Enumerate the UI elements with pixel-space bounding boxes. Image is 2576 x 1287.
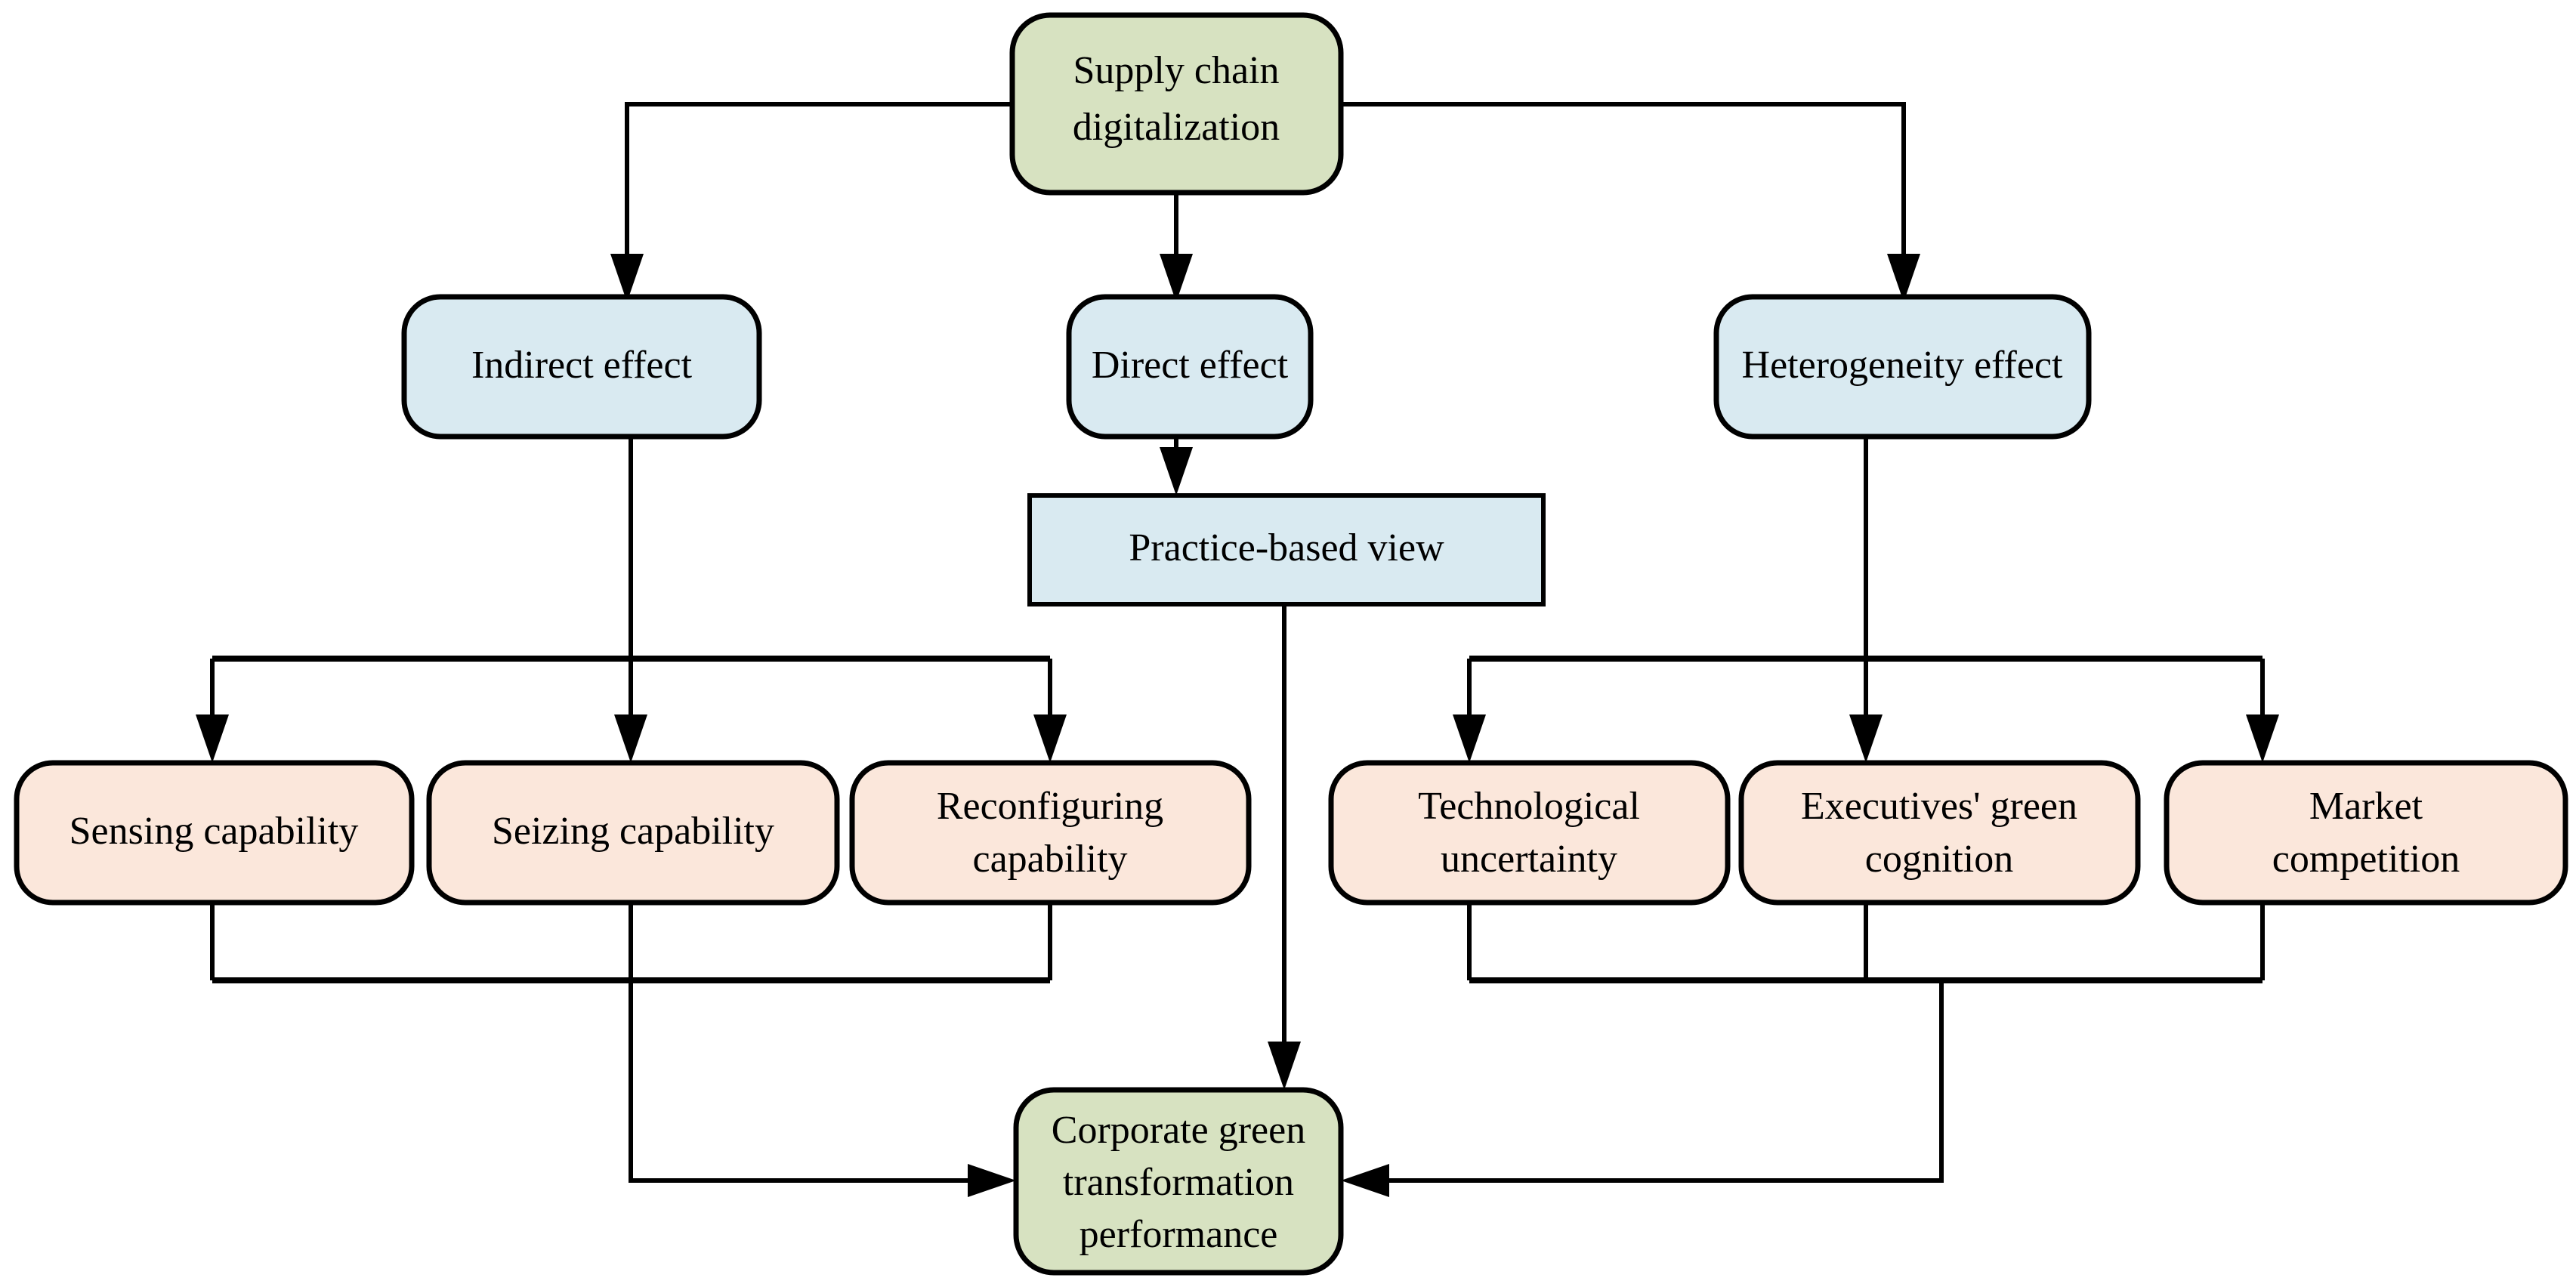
node-shape-executives-green-cognition	[1738, 760, 2141, 906]
edge-root-to-indirect	[625, 102, 1012, 281]
node-sensing-capability[interactable]: Sensing capability	[14, 760, 415, 906]
node-shape-root	[1009, 12, 1344, 196]
edge-right-group-to-outcome	[1362, 980, 1944, 1183]
node-label-sensing-capability: Sensing capability	[69, 810, 359, 853]
node-shape-technological-uncertainty	[1328, 760, 1731, 906]
arrowhead-heterogeneity	[1887, 254, 1920, 302]
arrowhead-practice	[1160, 447, 1193, 495]
node-shape-heterogeneity-effect	[1713, 294, 2092, 440]
node-heterogeneity-effect[interactable]: Heterogeneity effect	[1713, 294, 2092, 440]
node-technological-uncertainty[interactable]: Technological uncertainty	[1328, 760, 1731, 906]
node-label-seizing-capability: Seizing capability	[492, 810, 774, 853]
node-label-practice-based-view: Practice-based view	[1129, 526, 1444, 569]
node-shape-market-competition	[2164, 760, 2568, 906]
node-shape-practice-based-view	[1027, 493, 1546, 606]
node-label-root-line1: Supply chain	[1073, 49, 1280, 92]
node-label-market-competition-line1: Market	[2309, 785, 2423, 828]
edge-left-group-to-outcome	[629, 980, 995, 1183]
node-market-competition[interactable]: Market competition	[2164, 760, 2568, 906]
node-label-market-competition-line2: competition	[2272, 838, 2460, 881]
node-reconfiguring-capability[interactable]: Reconfiguring capability	[849, 760, 1252, 906]
arrowhead-executives	[1849, 714, 1883, 763]
node-label-executives-green-cognition-line2: cognition	[1865, 838, 2013, 881]
node-label-outcome-line1: Corporate green	[1052, 1109, 1305, 1152]
edge-root-to-heterogeneity	[1341, 102, 1906, 281]
node-label-heterogeneity-effect: Heterogeneity effect	[1742, 344, 2063, 387]
node-practice-based-view[interactable]: Practice-based view	[1027, 493, 1546, 606]
node-executives-green-cognition[interactable]: Executives' green cognition	[1738, 760, 2141, 906]
node-shape-indirect-effect	[401, 294, 762, 440]
arrowhead-outcome-left	[968, 1164, 1016, 1197]
node-label-direct-effect: Direct effect	[1092, 344, 1289, 387]
node-label-technological-uncertainty-line1: Technological	[1418, 785, 1640, 828]
node-indirect-effect[interactable]: Indirect effect	[401, 294, 762, 440]
arrowhead-outcome-top	[1268, 1042, 1301, 1090]
node-label-outcome-line2: transformation	[1063, 1161, 1294, 1204]
arrowhead-sensing	[196, 714, 229, 763]
node-shape-sensing-capability	[14, 760, 415, 906]
node-shape-reconfiguring-capability	[849, 760, 1252, 906]
node-label-executives-green-cognition-line1: Executives' green	[1801, 785, 2077, 828]
node-label-technological-uncertainty-line2: uncertainty	[1441, 838, 1617, 881]
arrowhead-seizing	[614, 714, 647, 763]
arrowhead-outcome-right	[1341, 1164, 1389, 1197]
node-label-outcome-line3: performance	[1080, 1213, 1278, 1256]
node-shape-outcome	[1013, 1087, 1344, 1276]
node-shape-direct-effect	[1066, 294, 1314, 440]
node-label-reconfiguring-capability-line1: Reconfiguring	[937, 785, 1163, 828]
arrowhead-direct	[1160, 254, 1193, 302]
node-seizing-capability[interactable]: Seizing capability	[426, 760, 840, 906]
arrowhead-technological	[1453, 714, 1486, 763]
node-supply-chain-digitalization[interactable]: Supply chain digitalization	[1009, 12, 1344, 196]
arrowhead-reconfiguring	[1033, 714, 1067, 763]
node-corporate-green-transformation-performance[interactable]: Corporate green transformation performan…	[1013, 1087, 1344, 1276]
node-direct-effect[interactable]: Direct effect	[1066, 294, 1314, 440]
arrowhead-indirect	[610, 254, 644, 302]
node-label-root-line2: digitalization	[1073, 106, 1280, 149]
edge-layer	[196, 102, 2279, 1197]
node-label-reconfiguring-capability-line2: capability	[972, 838, 1127, 881]
arrowhead-market	[2246, 714, 2279, 763]
node-label-indirect-effect: Indirect effect	[471, 344, 693, 387]
node-shape-seizing-capability	[426, 760, 840, 906]
